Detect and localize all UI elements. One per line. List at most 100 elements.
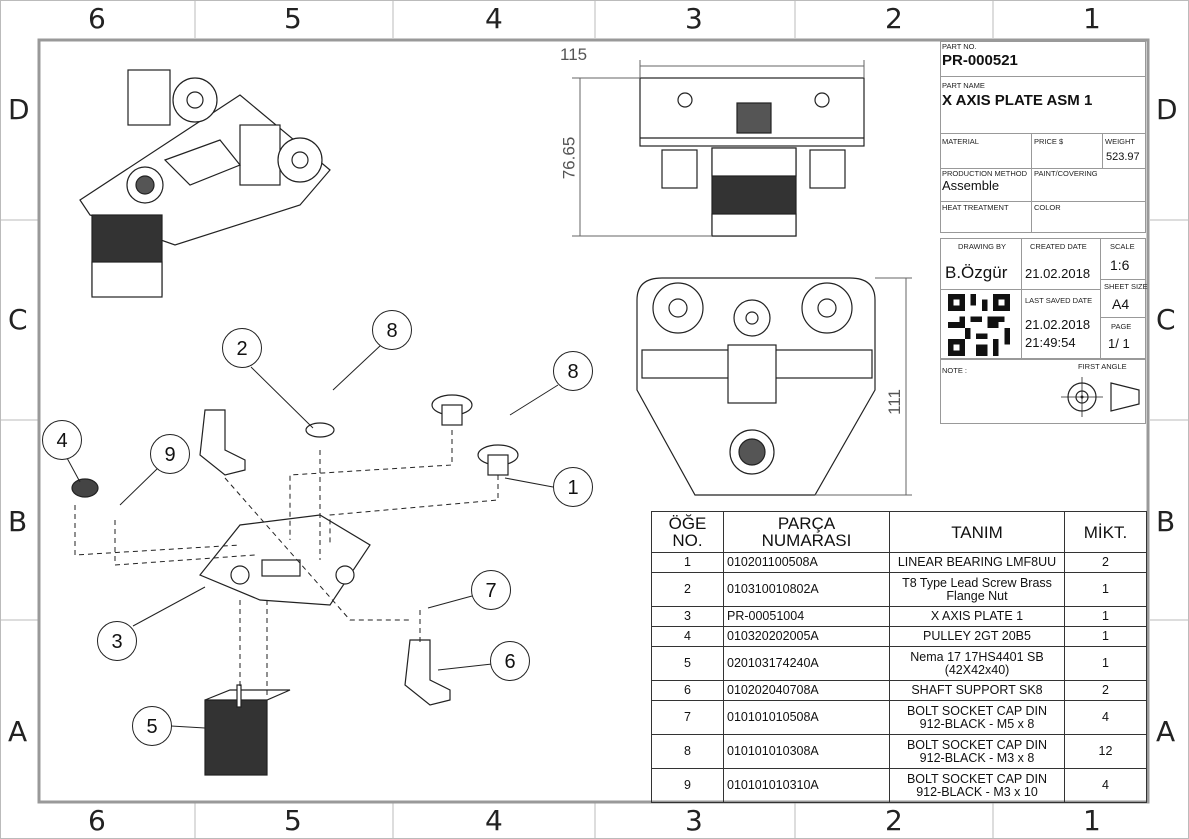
created-date-value: 21.02.2018 <box>1025 266 1091 281</box>
top-dimensions <box>815 277 912 496</box>
table-row: 1 010201100508A LINEAR BEARING LMF8UU 2 <box>651 552 1147 573</box>
zone-row-a-right: A <box>1156 715 1176 748</box>
projection-label: FIRST ANGLE <box>1078 362 1127 371</box>
page-value: 1/ 1 <box>1108 336 1130 351</box>
zone-col-6-top: 6 <box>88 2 106 35</box>
table-row: 5 020103174240A Nema 17 17HS4401 SB(42X4… <box>651 646 1147 681</box>
bom-quantity: 1 <box>1064 626 1147 647</box>
dimension-width: 115 <box>560 45 588 64</box>
bom-quantity: 1 <box>1064 606 1147 627</box>
zone-row-a-left: A <box>8 715 28 748</box>
balloon-item-6: 6 <box>490 641 530 681</box>
title-block: PART NO. PR-000521 PART NAME X AXIS PLAT… <box>940 41 1148 424</box>
bom-item-no: 2 <box>651 572 724 607</box>
zone-col-3-bottom: 3 <box>685 804 703 837</box>
balloon-item-8a: 8 <box>372 310 412 350</box>
bom-part-number: 010201100508A <box>723 552 890 573</box>
bom-header-qty: MİKT. <box>1064 511 1147 553</box>
bom-quantity: 1 <box>1064 572 1147 607</box>
last-saved-label: LAST SAVED DATE <box>1025 296 1093 305</box>
balloon-item-9: 9 <box>150 434 190 474</box>
bom-description: Nema 17 17HS4401 SB(42X42x40) <box>889 646 1065 681</box>
bom-part-number: 010101010310A <box>723 768 890 803</box>
zone-row-c-left: C <box>8 303 28 336</box>
bom-part-number: 020103174240A <box>723 646 890 681</box>
bom-quantity: 2 <box>1064 680 1147 701</box>
note-label: NOTE : <box>942 366 968 375</box>
sheet-size-value: A4 <box>1112 296 1130 312</box>
zone-col-1-top: 1 <box>1083 2 1101 35</box>
dimension-top-height: 111 <box>884 389 904 415</box>
front-view <box>639 77 865 237</box>
exploded-view <box>71 394 519 776</box>
material-label: MATERIAL <box>942 137 979 146</box>
paint-covering-label: PAINT/COVERING <box>1034 169 1098 178</box>
bom-description: LINEAR BEARING LMF8UU <box>889 552 1065 573</box>
bom-quantity: 1 <box>1064 646 1147 681</box>
zone-col-6-bottom: 6 <box>88 804 106 837</box>
heat-treatment-label: HEAT TREATMENT <box>942 203 1009 212</box>
bom-quantity: 2 <box>1064 552 1147 573</box>
bom-item-no: 1 <box>651 552 724 573</box>
bom-description: X AXIS PLATE 1 <box>889 606 1065 627</box>
zone-row-b-right: B <box>1156 505 1176 538</box>
bom-header-desc: TANIM <box>889 511 1065 553</box>
zone-row-d-right: D <box>1156 93 1178 126</box>
zone-col-3-top: 3 <box>685 2 703 35</box>
balloon-item-4: 4 <box>42 420 82 460</box>
weight-value: 523.97 <box>1106 151 1140 163</box>
drawing-by-value: B.Özgür <box>945 263 1008 282</box>
balloon-item-8b: 8 <box>553 351 593 391</box>
last-saved-time-value: 21:49:54 <box>1025 335 1076 350</box>
top-view <box>636 277 876 496</box>
bom-part-number: 010310010802A <box>723 572 890 607</box>
bom-item-no: 3 <box>651 606 724 627</box>
qr-code-icon <box>948 294 1010 356</box>
balloon-item-1: 1 <box>553 467 593 507</box>
bom-quantity: 12 <box>1064 734 1147 769</box>
table-row: 2 010310010802A T8 Type Lead Screw Brass… <box>651 572 1147 607</box>
zone-col-4-bottom: 4 <box>485 804 503 837</box>
zone-col-2-bottom: 2 <box>885 804 903 837</box>
bom-part-number: 010320202005A <box>723 626 890 647</box>
drawing-by-label: DRAWING BY <box>958 242 1007 251</box>
scale-label: SCALE <box>1110 242 1135 251</box>
zone-row-d-left: D <box>8 93 30 126</box>
balloon-item-3: 3 <box>97 621 137 661</box>
table-row: 6 010202040708A SHAFT SUPPORT SK8 2 <box>651 680 1147 701</box>
bom-item-no: 5 <box>651 646 724 681</box>
scale-value: 1:6 <box>1110 257 1130 273</box>
bom-item-no: 4 <box>651 626 724 647</box>
zone-row-b-left: B <box>8 505 28 538</box>
first-angle-projection-icon <box>1061 377 1140 417</box>
weight-label: WEIGHT <box>1105 137 1135 146</box>
bom-quantity: 4 <box>1064 768 1147 803</box>
bom-part-number: PR-00051004 <box>723 606 890 627</box>
zone-col-2-top: 2 <box>885 2 903 35</box>
table-row: 4 010320202005A PULLEY 2GT 20B5 1 <box>651 626 1147 647</box>
bom-item-no: 8 <box>651 734 724 769</box>
bom-item-no: 9 <box>651 768 724 803</box>
table-row: 3 PR-00051004 X AXIS PLATE 1 1 <box>651 606 1147 627</box>
production-method-label: PRODUCTION METHOD <box>942 169 1027 178</box>
balloon-item-2: 2 <box>222 328 262 368</box>
production-method-value: Assemble <box>942 178 1000 193</box>
sheet-size-label: SHEET SIZE <box>1104 282 1148 291</box>
bom-quantity: 4 <box>1064 700 1147 735</box>
page-label: PAGE <box>1111 322 1132 331</box>
dimension-front-height: 76.65 <box>559 136 579 180</box>
bom-part-number: 010101010508A <box>723 700 890 735</box>
last-saved-date-value: 21.02.2018 <box>1025 317 1091 332</box>
